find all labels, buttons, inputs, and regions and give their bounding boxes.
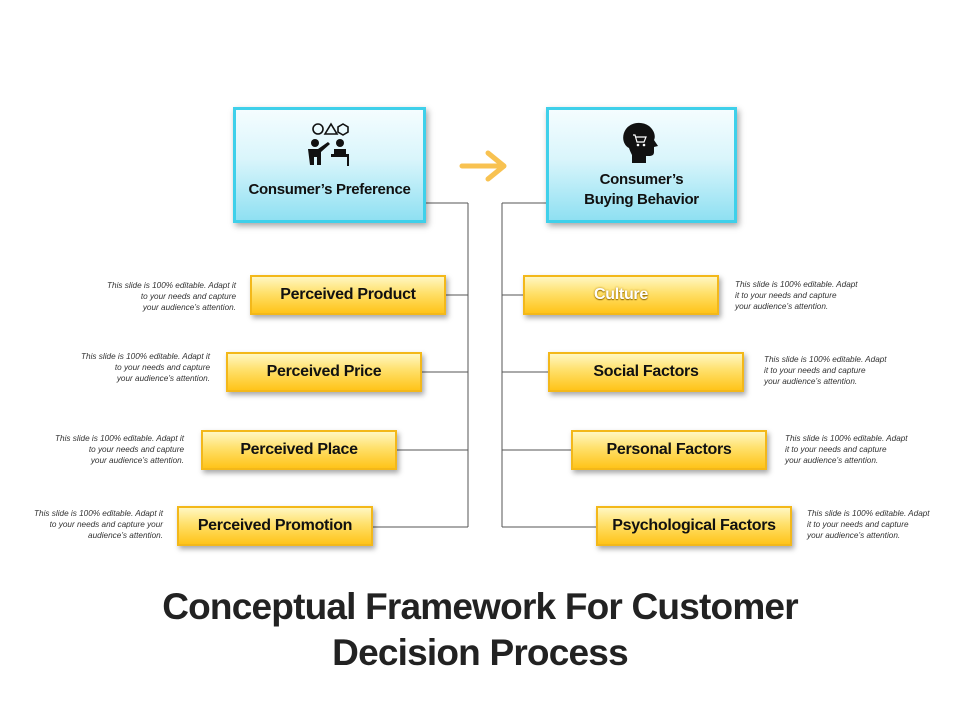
- note-perceived-place: This slide is 100% editable. Adapt it to…: [55, 434, 184, 465]
- psychological-factors-box: Psychological Factors: [596, 506, 792, 546]
- title-line-1: Conceptual Framework For Customer: [162, 586, 798, 627]
- title-line-1: Consumer’s: [599, 171, 684, 188]
- note-culture: This slide is 100% editable. Adapt it to…: [735, 280, 858, 311]
- consumers-buying-behavior-title: Consumer’s Buying Behavior: [549, 170, 734, 210]
- perceived-promotion-box: Perceived Promotion: [177, 506, 373, 546]
- title-line-2: Decision Process: [332, 632, 628, 673]
- note-personal-factors: This slide is 100% editable. Adapt it to…: [785, 434, 908, 465]
- note-perceived-price: This slide is 100% editable. Adapt it to…: [81, 352, 210, 383]
- culture-box: Culture: [523, 275, 719, 315]
- perceived-price-box: Perceived Price: [226, 352, 422, 392]
- note-psychological-factors: This slide is 100% editable. Adapt it to…: [807, 509, 930, 540]
- presentation-shapes-icon: [236, 116, 423, 170]
- consumers-preference-box: Consumer’s Preference: [233, 107, 426, 223]
- title-line-2: Buying Behavior: [584, 191, 699, 208]
- page-title: Conceptual Framework For Customer Decisi…: [0, 584, 960, 676]
- consumers-buying-behavior-box: Consumer’s Buying Behavior: [546, 107, 737, 223]
- perceived-product-box: Perceived Product: [250, 275, 446, 315]
- social-factors-box: Social Factors: [548, 352, 744, 392]
- note-social-factors: This slide is 100% editable. Adapt it to…: [764, 355, 887, 386]
- right-arrow-icon: [459, 150, 507, 182]
- note-perceived-product: This slide is 100% editable. Adapt it to…: [107, 281, 236, 312]
- consumers-preference-title: Consumer’s Preference: [248, 181, 411, 198]
- personal-factors-box: Personal Factors: [571, 430, 767, 470]
- head-cart-icon: [549, 116, 734, 170]
- perceived-place-box: Perceived Place: [201, 430, 397, 470]
- note-perceived-promotion: This slide is 100% editable. Adapt it to…: [34, 509, 163, 540]
